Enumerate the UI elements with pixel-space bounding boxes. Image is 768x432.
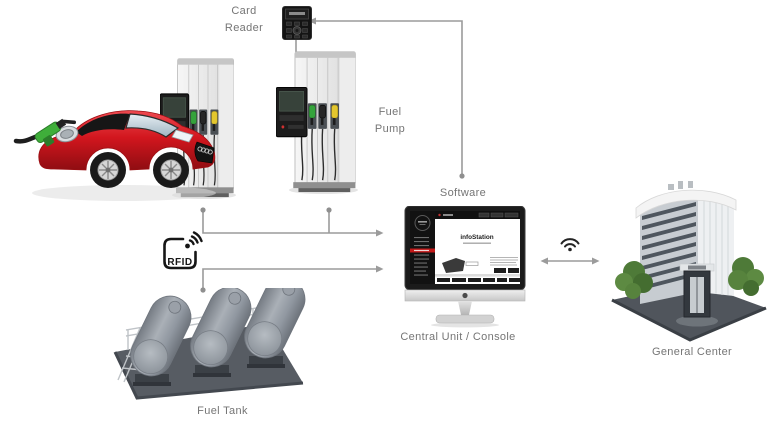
car-front-wheel [153,152,189,188]
fuel-pump-2 [276,46,358,194]
apple-logo-icon [462,292,468,299]
screen-heading: infoStation [460,234,493,241]
screen-text-lines [490,257,518,266]
building-roof-equipment [668,181,693,190]
tree-right [728,257,764,296]
monitor-stand-neck [458,301,472,315]
arrowhead-right [376,265,384,273]
screen-bottom-buttons [437,278,520,282]
car-soft-top [76,113,130,136]
central-unit-monitor: infoStation [404,206,526,328]
card-reader-label: Card Reader [224,5,264,34]
connector-dot [459,173,465,179]
double-headed-arrow-icon [540,257,548,265]
screen-topbar [435,211,520,219]
rfid-label: RFID [167,257,192,268]
line-pump1-to-central-unit [202,210,376,234]
fuel-tank-cylinder [244,288,306,368]
connector-dot [200,207,206,213]
screen-subtitle-bar [463,242,491,244]
double-headed-arrow-icon [592,257,600,265]
car-headlight [171,129,194,143]
arrowheads [308,17,600,273]
rfid-tag-icon: RFID [163,231,203,270]
general-center-label: General Center [651,346,733,358]
rfid-waves [188,231,203,246]
car-windshield [125,113,180,138]
line-software-to-card-reader [316,20,463,176]
fuel-pump-label: Fuel Pump [374,106,406,135]
card-reader-device-icon [282,6,312,40]
monitor-shadow [431,322,499,328]
arrowhead-right [376,229,384,237]
line-tank-to-central-unit [202,268,376,288]
car-rear-wheel [90,152,126,188]
central-unit-label: Central Unit / Console [400,331,516,343]
monitor-stand-base [435,314,495,324]
car-illustration [13,110,216,201]
wifi-icon [560,238,580,252]
software-label: Software [439,187,487,199]
connector-dot [326,207,332,213]
fuel-nozzle-icon [34,118,77,147]
arrowhead-left [308,17,316,25]
screen-product-image [442,258,465,273]
tree-left [615,261,653,299]
fuel-tank-cylinder [190,288,252,377]
building-entrance [679,263,715,318]
fuel-tank-label: Fuel Tank [197,405,248,417]
screen-sidebar [410,211,435,284]
fuel-tank-cylinder [130,295,192,386]
car-shadow [32,185,216,201]
fuel-tank-group [113,288,306,400]
connector-dot [200,287,206,293]
audi-rings-icon [197,146,213,155]
general-center-building [611,181,767,342]
building-roof [635,189,737,219]
